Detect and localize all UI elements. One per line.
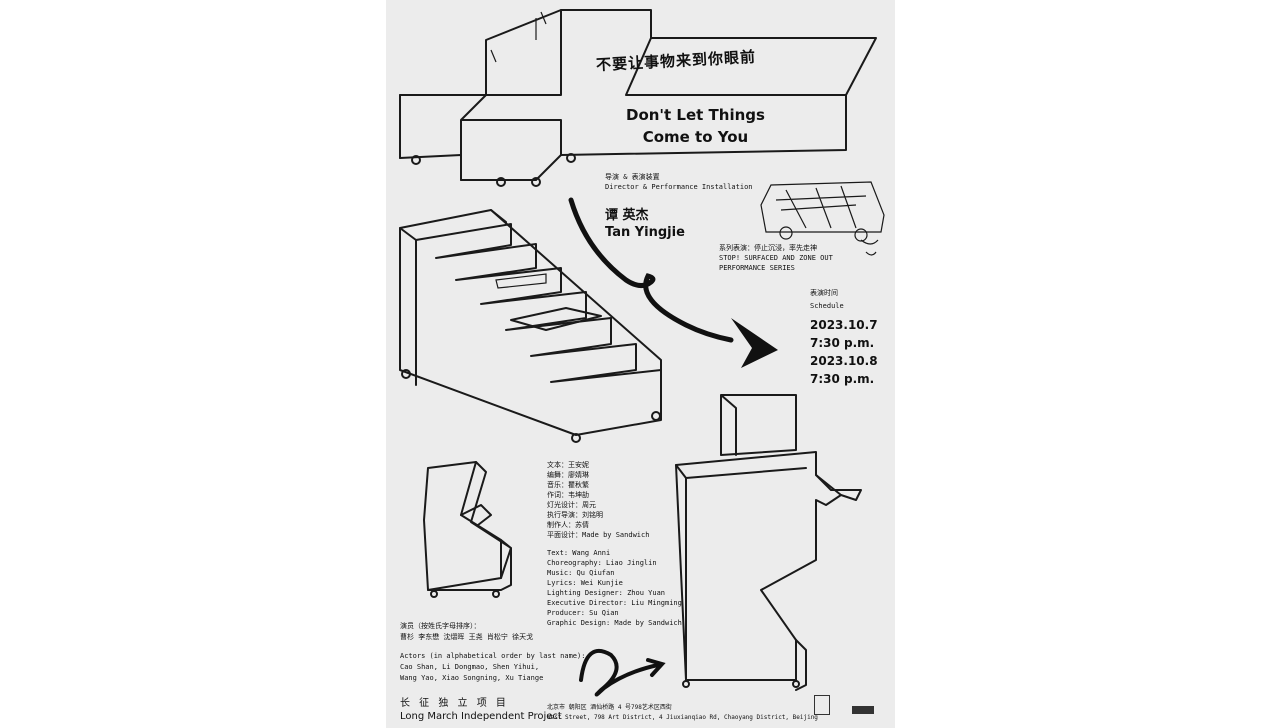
title-english-line2: Come to You	[642, 128, 749, 146]
director-role: 导演 & 表演装置 Director & Performance Install…	[605, 172, 753, 192]
actors-names-en-line1: Cao Shan, Li Dongmao, Shen Yihui,	[400, 663, 540, 671]
brush-arrow	[568, 197, 778, 368]
schedule-label: 表演时间 Schedule	[810, 287, 844, 313]
organizer-cn: 长 征 独 立 项 目	[400, 698, 509, 709]
actors-names-en-line2: Wang Yao, Xiao Songning, Xu Tiange	[400, 674, 544, 682]
credit-en-item: Music: Qu Qiufan	[547, 569, 615, 577]
director-name: 谭 英杰 Tan Yingjie	[605, 207, 685, 241]
schedule-time1: 7:30 p.m.	[810, 336, 875, 350]
credit-cn-item: 编舞：廖婧琳	[547, 471, 589, 479]
director-role-en: Director & Performance Installation	[605, 183, 753, 191]
address-en: West Street, 798 Art District, 4 Jiuxian…	[547, 714, 818, 721]
title-english: Don't Let Things Come to You	[626, 104, 765, 148]
director-name-cn: 谭 英杰	[605, 208, 649, 223]
credit-en-item: Graphic Design: Made by Sandwich	[547, 619, 682, 627]
venue-address: 北京市 朝阳区 酒仙桥路 4 号798艺术区西街 West Street, 79…	[547, 703, 818, 723]
series-en-line2: PERFORMANCE SERIES	[719, 264, 795, 272]
schedule-date1: 2023.10.7	[810, 318, 878, 332]
schedule-label-en: Schedule	[810, 302, 844, 310]
credit-cn-item: 灯光设计：周元	[547, 501, 596, 509]
credit-en-item: Lighting Designer: Zhou Yuan	[547, 589, 666, 597]
schedule-date2: 2023.10.8	[810, 354, 878, 368]
credits-cn-list: 文本：王安妮 编舞：廖婧琳 音乐：瞿秋繁 作词：韦坤劼 灯光设计：周元 执行导演…	[547, 460, 649, 540]
series-info: 系列表演：停止沉浸，率先走神 STOP! SURFACED AND ZONE O…	[719, 243, 833, 273]
cross-platform-drawing	[399, 9, 877, 187]
credit-cn-item: 执行导演：刘铭明	[547, 511, 603, 519]
bus-doodle	[760, 181, 885, 256]
address-cn: 北京市 朝阳区 酒仙桥路 4 号798艺术区西街	[547, 704, 672, 711]
sponsor-logo-right	[852, 706, 874, 714]
organizer-en: Long March Independent Project	[400, 711, 562, 722]
squiggle-arrow	[579, 648, 666, 697]
actors-block: 演员（按姓氏字母排序）： 曹杉 李东懋 沈熠晖 王尧 肖松宁 徐天戈 Actor…	[400, 621, 585, 684]
credit-en-item: Executive Director: Liu Mingming	[547, 599, 682, 607]
credit-cn-item: 音乐：瞿秋繁	[547, 481, 589, 489]
l-block-drawing	[423, 461, 512, 598]
director-name-en: Tan Yingjie	[605, 225, 685, 240]
actors-label-en: Actors (in alphabetical order by last na…	[400, 652, 586, 660]
credit-en-item: Choreography: Liao Jinglin	[547, 559, 657, 567]
schedule-dates: 2023.10.7 7:30 p.m. 2023.10.8 7:30 p.m.	[810, 316, 878, 388]
actors-names-cn: 曹杉 李东懋 沈熠晖 王尧 肖松宁 徐天戈	[400, 633, 534, 641]
sponsor-logo-left	[814, 695, 830, 715]
credit-cn-item: 作词：韦坤劼	[547, 491, 589, 499]
staircase-drawing	[399, 209, 662, 443]
organizer: 长 征 独 立 项 目 Long March Independent Proje…	[400, 697, 562, 723]
title-english-line1: Don't Let Things	[626, 106, 765, 124]
poster: 不要让事物来到你眼前 Don't Let Things Come to You …	[386, 0, 895, 728]
series-cn: 系列表演：停止沉浸，率先走神	[719, 244, 817, 252]
credit-en-item: Lyrics: Wei Kunjie	[547, 579, 623, 587]
credits-en-list: Text: Wang Anni Choreography: Liao Jingl…	[547, 548, 682, 628]
credit-cn-item: 平面设计：Made by Sandwich	[547, 531, 650, 539]
tower-drawing	[675, 394, 862, 691]
schedule-label-cn: 表演时间	[810, 289, 838, 297]
credit-cn-item: 制作人：苏倩	[547, 521, 589, 529]
installation-drawings	[399, 9, 885, 697]
director-role-cn: 导演 & 表演装置	[605, 173, 660, 181]
credit-en-item: Text: Wang Anni	[547, 549, 611, 557]
schedule-time2: 7:30 p.m.	[810, 372, 875, 386]
credit-cn-item: 文本：王安妮	[547, 461, 589, 469]
actors-label-cn: 演员（按姓氏字母排序）：	[400, 622, 481, 630]
series-en-line1: STOP! SURFACED AND ZONE OUT	[719, 254, 833, 262]
credit-en-item: Producer: Su Qian	[547, 609, 619, 617]
